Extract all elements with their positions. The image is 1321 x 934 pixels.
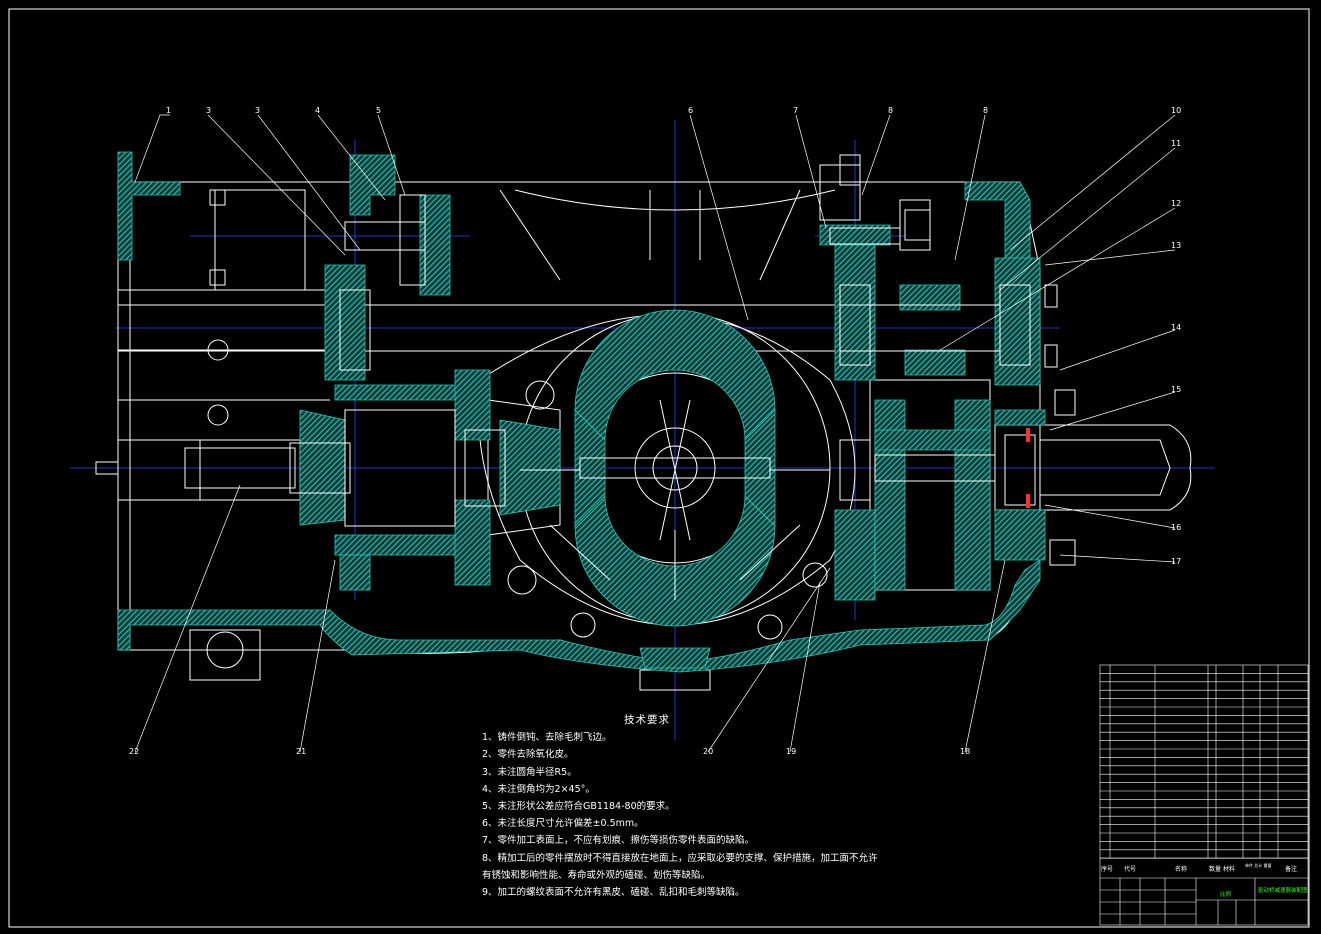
callout-5: 5 [376, 106, 381, 115]
drawing-name: 驱动桥减速器装配图 [1258, 886, 1308, 894]
callout-13: 13 [1171, 241, 1181, 250]
scale-label: 比例 [1220, 890, 1232, 898]
tech-item-8b: 有锈蚀和影响性能、寿命或外观的磕碰、划伤等缺陷。 [482, 869, 711, 881]
tech-item-8: 8、精加工后的零件摆放时不得直接放在地面上，应采取必要的支撑、保护措施，加工面不… [482, 852, 878, 864]
callout-11: 11 [1171, 139, 1181, 148]
tech-item-4: 4、未注倒角均为2×45°。 [482, 783, 595, 795]
tech-item-5: 5、未注形状公差应符合GB1184-80的要求。 [482, 801, 675, 813]
title-block-text: 序号 代号 名称 数量 材料 单件 总计 重量 备注 驱动桥减速器装配图 比例 [1101, 862, 1308, 898]
callout-1: 1 [166, 106, 171, 115]
header-qty: 数量 [1209, 865, 1221, 873]
callout-2: 3 [206, 106, 211, 115]
callout-6: 6 [688, 106, 693, 115]
technical-requirements: 技术要求 1、铸件倒钝、去除毛刺飞边。 2、零件去除氧化皮。 3、未注圆角半径R… [482, 712, 878, 901]
header-code: 代号 [1124, 865, 1136, 873]
callout-18: 18 [960, 747, 970, 756]
header-weight: 单件 总计 重量 [1245, 862, 1272, 868]
callout-8: 8 [888, 106, 893, 115]
centerlines [70, 120, 1215, 740]
tech-item-1: 1、铸件倒钝、去除毛刺飞边。 [482, 732, 612, 744]
callout-19: 19 [786, 747, 796, 756]
hatched-sections [117, 151, 1046, 673]
red-marks [1026, 428, 1030, 508]
callout-4: 4 [315, 106, 320, 115]
shafts-and-bearings [184, 154, 1076, 600]
drawing-frame [8, 8, 1310, 928]
tech-item-6: 6、未注长度尺寸允许偏差±0.5mm。 [482, 818, 644, 830]
leader-lines [134, 114, 1176, 753]
callout-numbers: 1 3 3 4 5 6 7 8 8 10 11 12 13 14 15 16 1… [129, 106, 1181, 756]
tech-item-7: 7、零件加工表面上，不应有划痕、擦伤等损伤零件表面的缺陷。 [482, 835, 755, 847]
callout-16: 16 [1171, 523, 1181, 532]
tech-item-2: 2、零件去除氧化皮。 [482, 749, 574, 761]
callout-17: 17 [1171, 557, 1181, 566]
header-remark: 备注 [1285, 865, 1297, 873]
header-material: 材料 [1223, 865, 1235, 873]
callout-15: 15 [1171, 385, 1181, 394]
header-seq: 序号 [1101, 865, 1113, 873]
tech-item-9: 9、加工的螺纹表面不允许有黑皮、磕碰、乱扣和毛刺等缺陷。 [482, 887, 745, 899]
title-block [1099, 664, 1309, 926]
tech-title: 技术要求 [624, 714, 670, 726]
callout-9: 8 [983, 106, 988, 115]
callout-3: 3 [255, 106, 260, 115]
callout-21: 21 [296, 747, 306, 756]
callout-14: 14 [1171, 323, 1181, 332]
callout-10: 10 [1171, 106, 1181, 115]
tech-item-3: 3、未注圆角半径R5。 [482, 766, 577, 778]
callout-22: 22 [129, 747, 139, 756]
header-name: 名称 [1175, 865, 1187, 873]
callout-7: 7 [793, 106, 798, 115]
callout-12: 12 [1171, 199, 1181, 208]
callout-20: 20 [703, 747, 713, 756]
